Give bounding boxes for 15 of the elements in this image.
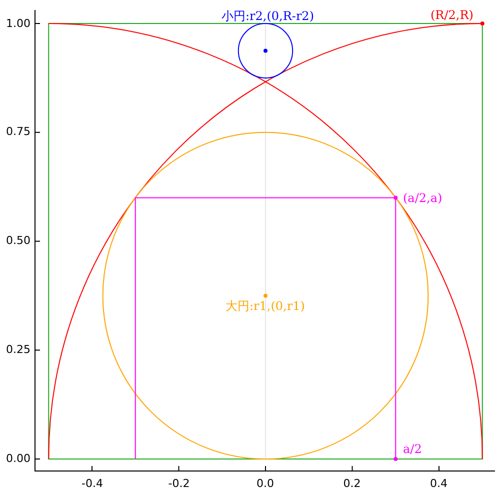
- point-label: a/2: [403, 442, 422, 456]
- axis-tick-label: 0.75: [6, 125, 30, 140]
- axis-tick-label: -0.4: [82, 477, 103, 491]
- axis-tick-label: -0.2: [168, 477, 190, 491]
- axis-tick-label: 0.0: [256, 477, 274, 491]
- point-label: 大円:r1,(0,r1): [226, 299, 305, 313]
- axis-tick-label: 0.25: [6, 343, 30, 358]
- point-label: 小円:r2,(0,R-r2): [222, 9, 314, 23]
- point-label: (R/2,R): [430, 8, 474, 22]
- axis-tick-label: 0.4: [430, 477, 448, 491]
- point-label: (a/2,a): [403, 191, 442, 205]
- axis-tick-label: 1.00: [6, 16, 30, 30]
- axis-tick-label: 0.00: [6, 452, 30, 466]
- axis-tick-label: 0.50: [6, 234, 30, 248]
- axis-tick-label: 0.2: [343, 477, 361, 491]
